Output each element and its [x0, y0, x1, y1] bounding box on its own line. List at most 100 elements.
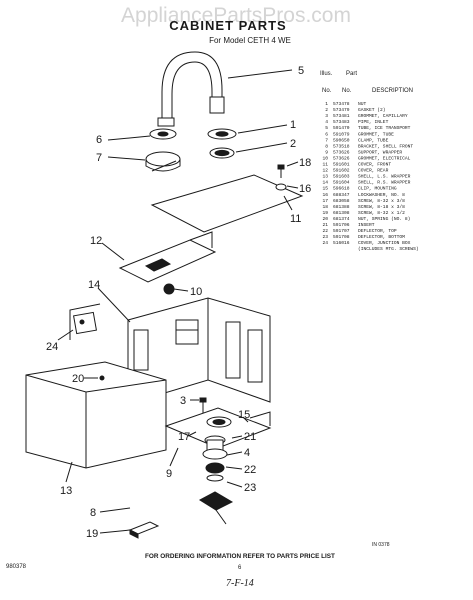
row-illus-no: 12 — [322, 168, 328, 174]
table-row: (INCLUDES MTG. SCREWS) — [358, 246, 419, 252]
row-illus-no: 2 — [325, 107, 328, 113]
row-description: GROMMET, CAPILLARY — [358, 113, 408, 119]
table-row: 11 591601 COVER, FRONT — [322, 162, 391, 168]
junction-box-cover — [69, 303, 101, 340]
callout-16: 16 — [299, 183, 311, 195]
row-description: CLAMP, TUBE — [358, 137, 389, 143]
callout-6: 6 — [96, 134, 102, 146]
row-part-no: 573626 — [333, 149, 350, 155]
leader-18 — [286, 161, 299, 167]
left-side-wrapper-shell — [25, 361, 167, 469]
row-description: COVER, FRONT — [358, 162, 391, 168]
row-description: DEFLECTOR, BOTTOM — [358, 234, 405, 240]
leader-2 — [235, 142, 288, 153]
col-illus-header-2: No. — [322, 88, 332, 94]
leader-9 — [169, 447, 179, 467]
row-part-no: 681374 — [333, 216, 350, 222]
callout-1: 1 — [290, 119, 296, 131]
row-part-no: 590650 — [333, 137, 350, 143]
front-bracket — [128, 521, 160, 539]
col-part-header-2: No. — [342, 88, 352, 94]
row-part-no: 591601 — [333, 162, 350, 168]
row-description: BRACKET, SHELL FRONT — [358, 143, 413, 149]
callout-24: 24 — [46, 341, 58, 353]
row-illus-no: 3 — [325, 113, 328, 119]
callout-5: 5 — [298, 65, 304, 77]
row-illus-no: 9 — [325, 149, 328, 155]
row-description: LOCKWASHER, NO. 8 — [358, 192, 405, 198]
col-desc-header: DESCRIPTION — [372, 88, 413, 94]
row-description: SHELL, L.S. WRAPPER — [358, 174, 411, 180]
callout-21: 21 — [244, 431, 256, 443]
leader-16 — [286, 185, 299, 189]
row-illus-no: 8 — [325, 143, 328, 149]
row-part-no: 591603 — [333, 174, 350, 180]
row-part-no: 591602 — [333, 168, 350, 174]
callout-11: 11 — [290, 213, 301, 225]
row-part-no: 573626 — [333, 155, 350, 161]
row-part-no: 591470 — [333, 125, 350, 131]
tube-grommet-left — [145, 128, 181, 172]
row-description: TUBE, ICE TRANSPORT — [358, 125, 411, 131]
row-part-no: 573518 — [333, 143, 350, 149]
row-part-no: 591708 — [333, 234, 350, 240]
row-description: SCREW, 8-32 x 3/8 — [358, 198, 405, 204]
row-description: INSERT — [358, 222, 375, 228]
row-illus-no: 23 — [322, 234, 328, 240]
rear-cover — [118, 231, 217, 283]
row-part-no: 681308 — [333, 210, 350, 216]
callout-12: 12 — [90, 235, 102, 247]
callout-15: 15 — [238, 409, 250, 421]
callout-7: 7 — [96, 152, 102, 164]
row-part-no: 516016 — [333, 240, 350, 246]
ice-transport-tube — [157, 51, 225, 127]
callout-4: 4 — [244, 447, 250, 459]
drawing-code: IN 0378 — [372, 542, 390, 548]
row-part-no: 591707 — [333, 228, 350, 234]
row-part-no: 573478 — [333, 101, 350, 107]
row-part-no: 573481 — [333, 113, 350, 119]
row-part-no: 573483 — [333, 119, 350, 125]
table-row: 9 573626 SUPPORT, WRAPPER — [325, 149, 402, 155]
row-description: NUT — [358, 101, 367, 107]
table-row: 3 573481 GROMMET, CAPILLARY — [325, 113, 408, 119]
leader-23 — [226, 481, 243, 488]
row-description: CLIP, MOUNTING — [358, 186, 397, 192]
row-part-no: 591706 — [333, 222, 350, 228]
leader-14 — [97, 287, 131, 323]
leader-15 — [242, 416, 249, 423]
front-cover-plate — [150, 174, 304, 233]
screw-and-lockwasher — [275, 164, 287, 191]
electrical-grommet — [163, 283, 175, 295]
callout-18: 18 — [299, 157, 311, 169]
ordering-instruction: FOR ORDERING INFORMATION REFER TO PARTS … — [145, 553, 335, 560]
row-illus-no: 13 — [322, 174, 328, 180]
row-illus-no: 4 — [325, 119, 328, 125]
callout-23: 23 — [244, 482, 256, 494]
row-illus-no: 11 — [322, 162, 328, 168]
row-description: SUPPORT, WRAPPER — [358, 149, 402, 155]
row-illus-no: 16 — [322, 192, 328, 198]
leader-5 — [227, 69, 293, 79]
row-description: PIPE, INLET — [358, 119, 389, 125]
handwritten-date: 7-F-14 — [226, 578, 254, 589]
leader-11 — [283, 195, 293, 211]
table-row: 13 591603 SHELL, L.S. WRAPPER — [322, 174, 410, 180]
leader-17 — [187, 431, 197, 437]
leader-1 — [237, 124, 288, 134]
